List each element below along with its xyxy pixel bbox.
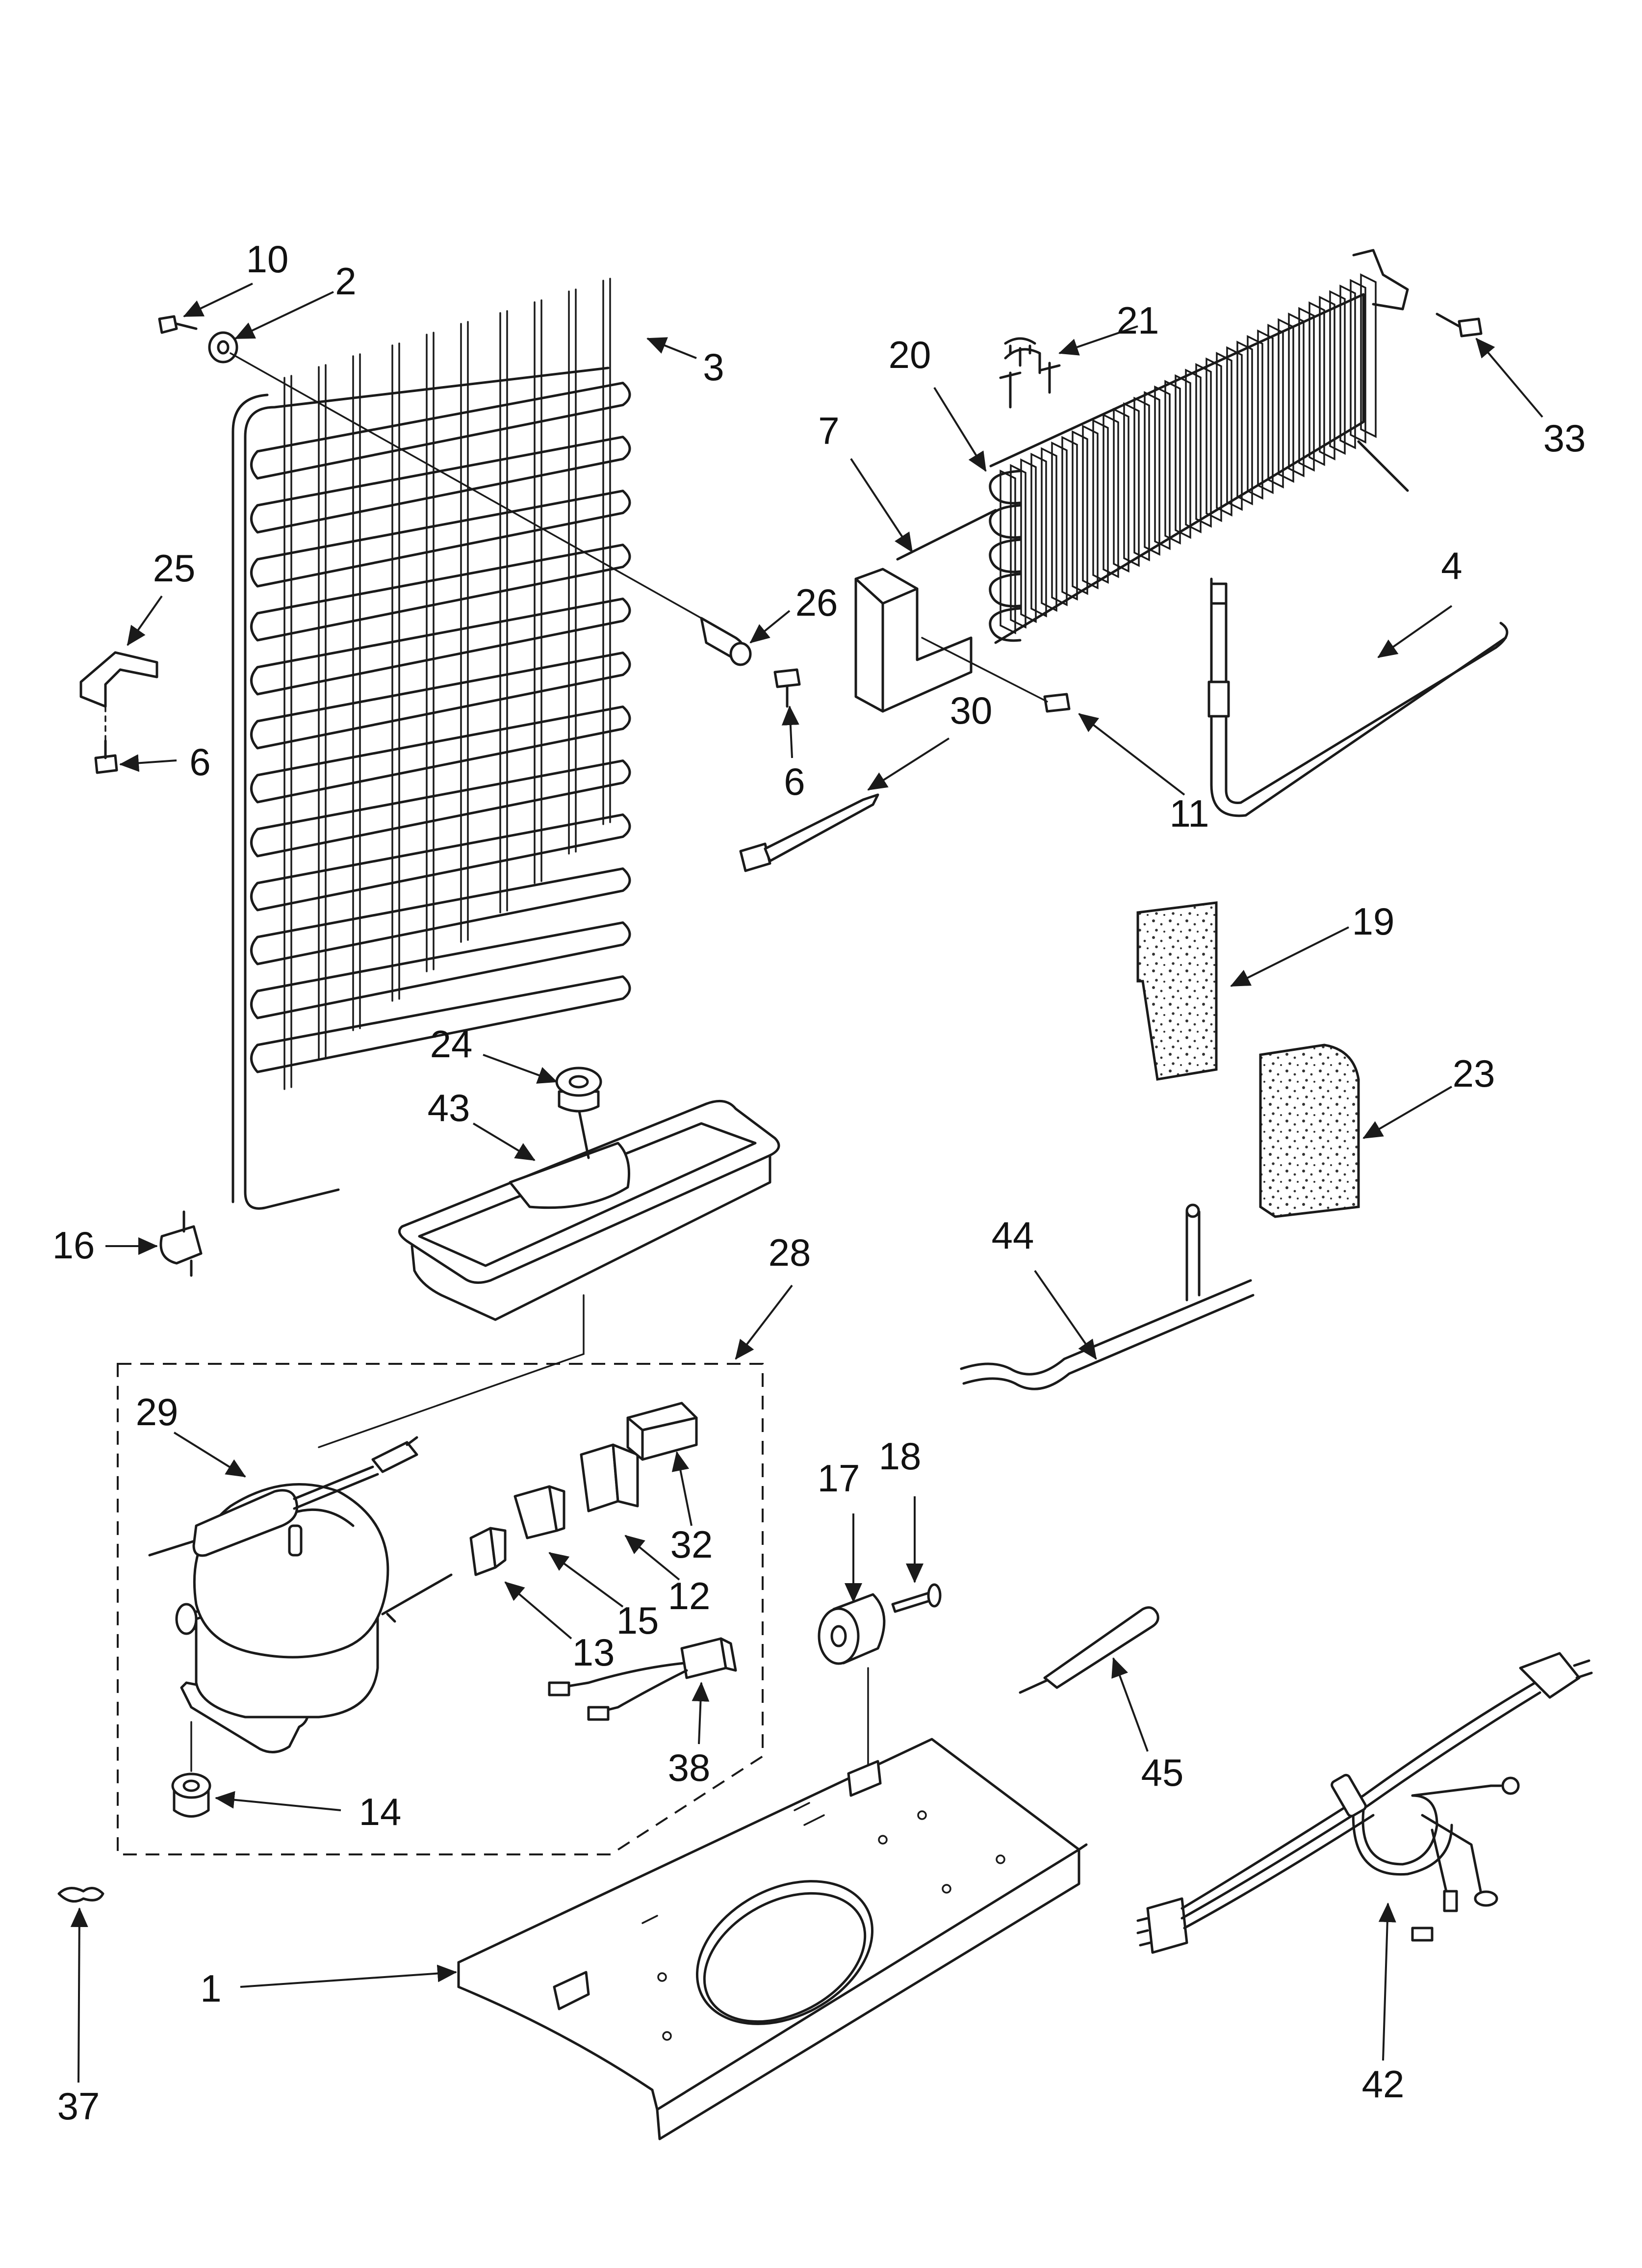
defrost-heater: [1207, 577, 1509, 817]
callout-28: 28: [769, 1231, 811, 1274]
callout-6-right: 6: [784, 760, 805, 803]
callout-1: 1: [200, 1967, 221, 2010]
evaporator: [854, 249, 1409, 713]
callout-2: 2: [335, 260, 356, 303]
callout-25: 25: [153, 547, 196, 590]
callout-26: 26: [795, 581, 838, 624]
drain-tube-cap: [1185, 1203, 1200, 1218]
callout-6-left: 6: [189, 740, 210, 783]
callout-15: 15: [616, 1599, 659, 1642]
callout-10: 10: [246, 237, 289, 281]
callout-17: 17: [818, 1457, 860, 1500]
callout-20: 20: [889, 333, 931, 376]
callout-44: 44: [992, 1214, 1034, 1257]
callout-labels: 10 2 3 25 6 26 6 20 21 33 7 4 30 11 19 2…: [52, 237, 1586, 2128]
callout-23: 23: [1453, 1052, 1495, 1095]
power-cord-harness: [1136, 1652, 1593, 1954]
callout-16: 16: [52, 1224, 95, 1267]
pan-to-kit-line: [318, 1294, 585, 1448]
callout-11: 11: [1170, 792, 1209, 835]
base-pan: [457, 1738, 1088, 2140]
callout-43: 43: [428, 1086, 470, 1129]
callout-29: 29: [136, 1390, 179, 1434]
tube-45: [1043, 1606, 1159, 1689]
harness-38: [548, 1637, 737, 1721]
callout-37: 37: [57, 2085, 100, 2128]
condenser-coil: [231, 278, 631, 1210]
leader-arrows: [70, 283, 1543, 2083]
drain-pan: [398, 1099, 780, 1321]
foam-block-19: [1136, 901, 1218, 1081]
drain-tube-stem: [1185, 1210, 1201, 1302]
callout-14: 14: [359, 1790, 402, 1833]
callout-33: 33: [1543, 417, 1586, 460]
callout-18: 18: [879, 1434, 922, 1478]
callout-24: 24: [430, 1022, 473, 1066]
callout-32: 32: [670, 1523, 713, 1566]
callout-45: 45: [1141, 1751, 1184, 1794]
drier: [148, 1436, 418, 1557]
callout-3: 3: [703, 345, 724, 389]
callout-12: 12: [668, 1574, 711, 1617]
compressor-electrical: [381, 1402, 698, 1616]
foam-block-23: [1259, 1043, 1360, 1218]
small-hardware: [57, 313, 1483, 1903]
callout-38: 38: [668, 1746, 711, 1789]
compressor-kit-outline: [117, 1363, 764, 1855]
callout-42: 42: [1362, 2062, 1405, 2106]
callout-21: 21: [1117, 299, 1159, 342]
axle-head: [927, 1583, 942, 1608]
roller: [818, 1593, 886, 1665]
nut-24: [555, 1067, 602, 1113]
callout-4: 4: [1441, 544, 1462, 587]
callout-13: 13: [572, 1631, 615, 1674]
drain-tube: [960, 1279, 1255, 1390]
callout-30: 30: [950, 689, 993, 732]
tube-45-tip: [1019, 1679, 1049, 1694]
callout-19: 19: [1352, 900, 1395, 943]
callout-7: 7: [818, 409, 839, 452]
grommet-14: [171, 1721, 211, 1818]
